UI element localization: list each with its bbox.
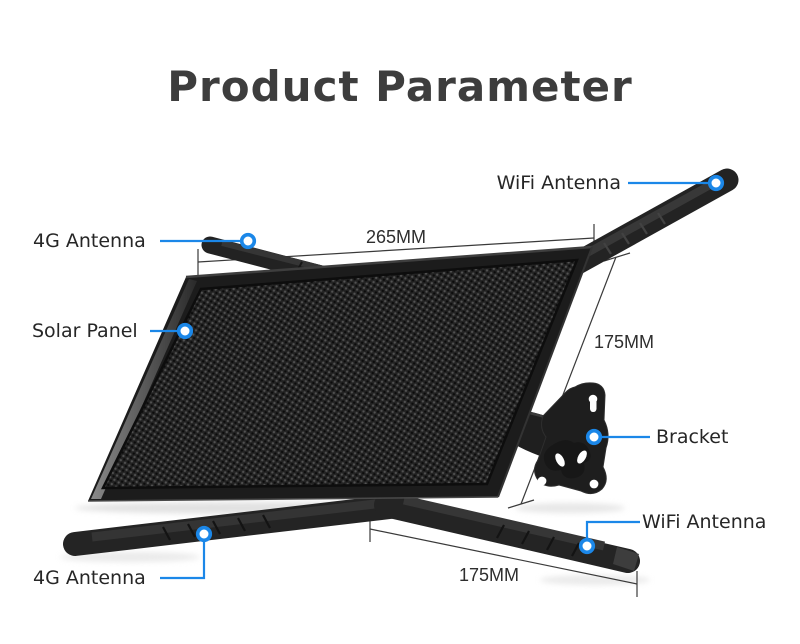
label-wifi-antenna-top: WiFi Antenna — [496, 172, 621, 194]
label-wifi-antenna-bottom: WiFi Antenna — [642, 511, 767, 533]
bracket-image — [512, 382, 609, 495]
4g-antenna-bottom-image — [63, 494, 410, 556]
label-solar-panel: Solar Panel — [32, 320, 138, 342]
callout-dot-solar-panel — [176, 322, 194, 340]
callout-dot-4g-top — [239, 232, 257, 250]
callout-line-4g-bottom — [160, 534, 206, 580]
callout-lines — [150, 181, 716, 580]
dimension-text-175mm-right: 175MM — [594, 332, 655, 352]
callout-dot-wifi-top — [707, 174, 725, 192]
solar-panel-image — [87, 245, 593, 502]
label-4g-antenna-bottom: 4G Antenna — [33, 567, 146, 589]
callout-dot-4g-bottom — [195, 525, 213, 543]
panel-mesh — [100, 258, 579, 490]
dimension-text-175mm-bottom: 175MM — [458, 565, 520, 585]
callout-dot-bracket — [585, 428, 603, 446]
dimension-text-265mm: 265MM — [365, 227, 427, 247]
page-title: Product Parameter — [167, 62, 633, 111]
callout-dot-wifi-bottom — [578, 537, 596, 555]
label-bracket: Bracket — [656, 426, 729, 448]
label-4g-antenna-top: 4G Antenna — [33, 230, 146, 252]
callout-dots — [176, 174, 725, 555]
